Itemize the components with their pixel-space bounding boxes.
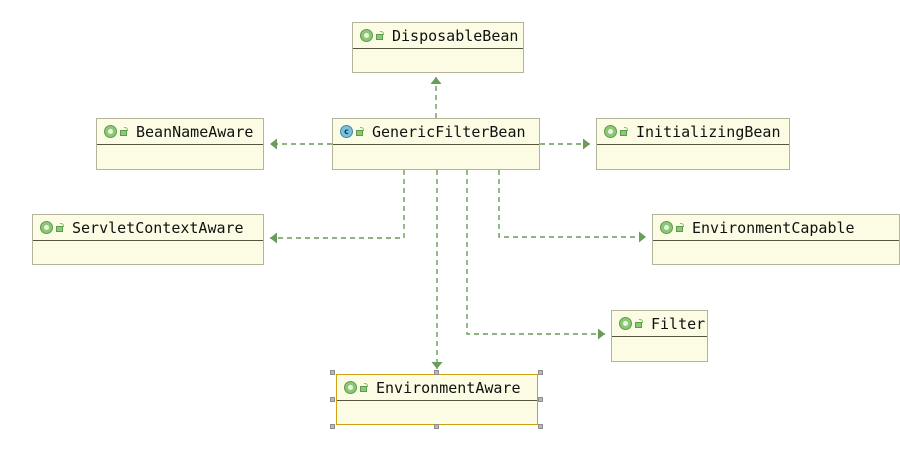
uml-node-filter[interactable]: Filter [611,310,708,362]
uml-node-members [353,49,523,72]
interface-icon [604,125,617,138]
edge-to-disposable-bean[interactable] [430,77,442,118]
uml-node-label: InitializingBean [636,122,781,141]
uml-node-environment-aware[interactable]: EnvironmentAware [336,374,538,425]
uml-node-generic-filter-bean[interactable]: c GenericFilterBean [332,118,540,170]
uml-node-members [97,145,263,169]
icon-group [360,29,385,42]
uml-node-label: EnvironmentCapable [692,218,855,237]
interface-icon [660,221,673,234]
uml-node-label: Filter [651,314,706,333]
edge-to-environment-aware[interactable] [431,170,443,369]
uml-node-header: DisposableBean [353,23,523,49]
public-lock-icon [676,223,685,232]
icon-group [660,221,685,234]
uml-node-initializing-bean[interactable]: InitializingBean [596,118,790,170]
handle-bottom-center[interactable] [434,424,439,429]
public-lock-icon [356,127,365,136]
uml-node-header: ServletContextAware [33,215,263,241]
uml-node-members [653,241,899,264]
uml-node-disposable-bean[interactable]: DisposableBean [352,22,524,73]
class-icon: c [340,125,353,138]
handle-top-center[interactable] [434,370,439,375]
edge-to-bean-name-aware[interactable] [270,138,332,150]
edge-to-environment-capable[interactable] [498,170,646,243]
interface-icon [360,29,373,42]
public-lock-icon [376,31,385,40]
uml-node-header: c GenericFilterBean [333,119,539,145]
icon-group [604,125,629,138]
uml-node-members [597,145,789,169]
uml-node-label: EnvironmentAware [376,378,521,397]
uml-node-members [612,337,707,361]
uml-node-label: BeanNameAware [136,122,254,141]
uml-node-members [337,401,537,424]
uml-node-header: BeanNameAware [97,119,263,145]
public-lock-icon [635,319,644,328]
handle-middle-left[interactable] [330,397,335,402]
uml-node-header: EnvironmentAware [337,375,537,401]
icon-group [619,317,644,330]
uml-node-environment-capable[interactable]: EnvironmentCapable [652,214,900,265]
uml-node-header: EnvironmentCapable [653,215,899,241]
handle-bottom-left[interactable] [330,424,335,429]
public-lock-icon [56,223,65,232]
handle-bottom-right[interactable] [538,424,543,429]
uml-node-servlet-context-aware[interactable]: ServletContextAware [32,214,264,265]
public-lock-icon [620,127,629,136]
interface-icon [344,381,357,394]
icon-group [40,221,65,234]
edge-to-filter[interactable] [466,170,605,340]
handle-top-left[interactable] [330,370,335,375]
uml-node-label: GenericFilterBean [372,122,526,141]
uml-node-label: DisposableBean [392,26,519,45]
uml-node-label: ServletContextAware [72,218,244,237]
uml-node-bean-name-aware[interactable]: BeanNameAware [96,118,264,170]
handle-middle-right[interactable] [538,397,543,402]
interface-icon [619,317,632,330]
handle-top-right[interactable] [538,370,543,375]
public-lock-icon [120,127,129,136]
icon-group [344,381,369,394]
interface-icon [40,221,53,234]
edge-to-initializing-bean[interactable] [540,138,590,150]
uml-node-members [33,241,263,264]
interface-icon [104,125,117,138]
uml-node-header: InitializingBean [597,119,789,145]
public-lock-icon [360,383,369,392]
edge-to-servlet-context-aware[interactable] [270,170,405,244]
icon-group: c [340,125,365,138]
icon-group [104,125,129,138]
uml-node-members [333,145,539,169]
uml-node-header: Filter [612,311,707,337]
